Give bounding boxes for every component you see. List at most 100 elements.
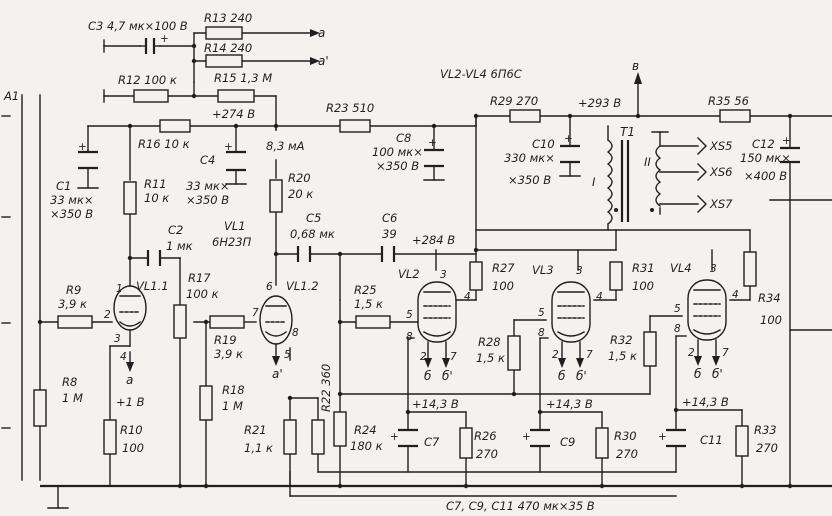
label-c6-value: 39 <box>382 227 397 241</box>
node-b-vl2: б <box>424 369 432 383</box>
label-vl1: VL1 <box>224 219 246 233</box>
label-c4-value: 33 мк× <box>186 179 230 193</box>
label-r26: R26 <box>474 429 497 443</box>
label-a1: A1 <box>3 89 19 103</box>
label-c1-value: 33 мк× <box>50 193 94 207</box>
label-r32-value: 1,5 к <box>608 349 637 363</box>
label-c10-value: 330 мк× <box>504 151 555 165</box>
resistor-r20 <box>269 179 283 213</box>
label-t1: T1 <box>620 125 635 139</box>
label-r28: R28 <box>478 335 501 349</box>
tube-vl1-1 <box>109 285 147 372</box>
label-c8-voltage: ×350 В <box>376 159 419 173</box>
polarity-marks: + + + + + + + + + <box>78 33 791 443</box>
plus-mark: + <box>390 431 399 443</box>
label-c2-value: 1 мк <box>166 239 193 253</box>
plus-mark: + <box>224 141 233 153</box>
label-r22: R22 360 <box>319 364 333 412</box>
tubes <box>109 279 727 372</box>
label-r21-value: 1,1 к <box>244 441 273 455</box>
tube-vl2 <box>417 281 457 368</box>
label-xs5: XS5 <box>709 139 733 153</box>
label-r30: R30 <box>614 429 637 443</box>
capacitors <box>78 38 800 448</box>
label-r12: R12 100 к <box>118 73 177 87</box>
plus-mark: + <box>160 33 169 45</box>
resistor-r17 <box>173 304 187 339</box>
pin-vl1-2-8: 8 <box>292 327 299 339</box>
label-c9: C9 <box>560 435 575 449</box>
resistor-r11 <box>123 181 137 215</box>
pin-vl2-5: 5 <box>406 309 413 321</box>
label-c5-value: 0,68 мк <box>290 227 335 241</box>
resistor-r31 <box>609 261 623 291</box>
node-a-prime: а' <box>318 54 329 68</box>
node-b-vl4: б <box>694 367 702 381</box>
capacitor-c2 <box>146 250 162 266</box>
label-xs7: XS7 <box>709 197 733 211</box>
capacitor-c9 <box>530 428 550 448</box>
label-r28-value: 1,5 к <box>476 351 505 365</box>
pin-vl1-2-7: 7 <box>252 307 259 319</box>
pin-vl1-1-4: 4 <box>120 351 127 363</box>
pin-vl4-4: 4 <box>732 289 739 301</box>
resistor-r12 <box>133 89 169 103</box>
label-r17: R17 <box>188 271 211 285</box>
plus-mark: + <box>428 137 437 149</box>
label-r10-value: 100 <box>122 441 144 455</box>
label-c6: C6 <box>382 211 397 225</box>
capacitor-c11 <box>666 428 686 448</box>
pin-vl4-5: 5 <box>674 303 681 315</box>
capacitor-c5 <box>296 246 312 262</box>
capacitor-c8 <box>424 148 444 168</box>
label-winding-i: I <box>592 175 596 189</box>
label-r23: R23 510 <box>326 101 374 115</box>
pin-vl1-2-6: 6 <box>266 281 273 293</box>
label-v143-b: +14,3 В <box>546 397 593 411</box>
label-r15: R15 1,3 М <box>214 71 272 85</box>
label-r10: R10 <box>120 423 143 437</box>
plus-mark: + <box>78 141 87 153</box>
resistor-r32 <box>643 331 657 367</box>
label-r35: R35 56 <box>708 94 749 108</box>
label-r30-value: 270 <box>616 447 638 461</box>
resistor-r16 <box>159 119 191 133</box>
node-b-vl3: б <box>558 369 566 383</box>
label-c8-value: 100 мк× <box>372 145 423 159</box>
tube-vl4 <box>687 279 727 366</box>
label-r34-value: 100 <box>760 313 782 327</box>
label-r24-value: 180 к <box>350 439 383 453</box>
node-a-prime-vl1-2: а' <box>272 367 283 381</box>
label-c4: C4 <box>200 153 215 167</box>
resistor-r34 <box>743 251 757 287</box>
label-r21: R21 <box>244 423 267 437</box>
resistor-r10 <box>103 419 117 455</box>
label-r18-value: 1 М <box>222 399 243 413</box>
node-b-prime-vl4: б' <box>712 367 723 381</box>
resistor-r18 <box>199 385 213 421</box>
label-r29: R29 270 <box>490 94 538 108</box>
label-r31: R31 <box>632 261 655 275</box>
capacitor-c1 <box>78 149 98 170</box>
label-v293: +293 В <box>578 96 621 110</box>
plus-mark: + <box>564 133 573 145</box>
label-c12: C12 <box>752 137 775 151</box>
label-r11-value: 10 к <box>144 191 169 205</box>
junctions <box>37 43 793 489</box>
label-c10: C10 <box>532 137 555 151</box>
label-r34: R34 <box>758 291 781 305</box>
label-r33: R33 <box>754 423 777 437</box>
label-r16: R16 10 к <box>138 137 190 151</box>
resistor-r29 <box>509 109 541 123</box>
resistor-r35 <box>719 109 751 123</box>
label-c11: C11 <box>700 433 723 447</box>
tube-vl1-2 <box>259 295 293 366</box>
node-v: в <box>632 59 639 73</box>
pin-vl3-3: 3 <box>576 265 583 277</box>
resistor-r33 <box>735 425 749 457</box>
label-current: 8,3 мА <box>266 139 305 153</box>
capacitor-c10 <box>560 144 580 164</box>
resistors <box>33 26 757 459</box>
label-r27-value: 100 <box>492 279 514 293</box>
